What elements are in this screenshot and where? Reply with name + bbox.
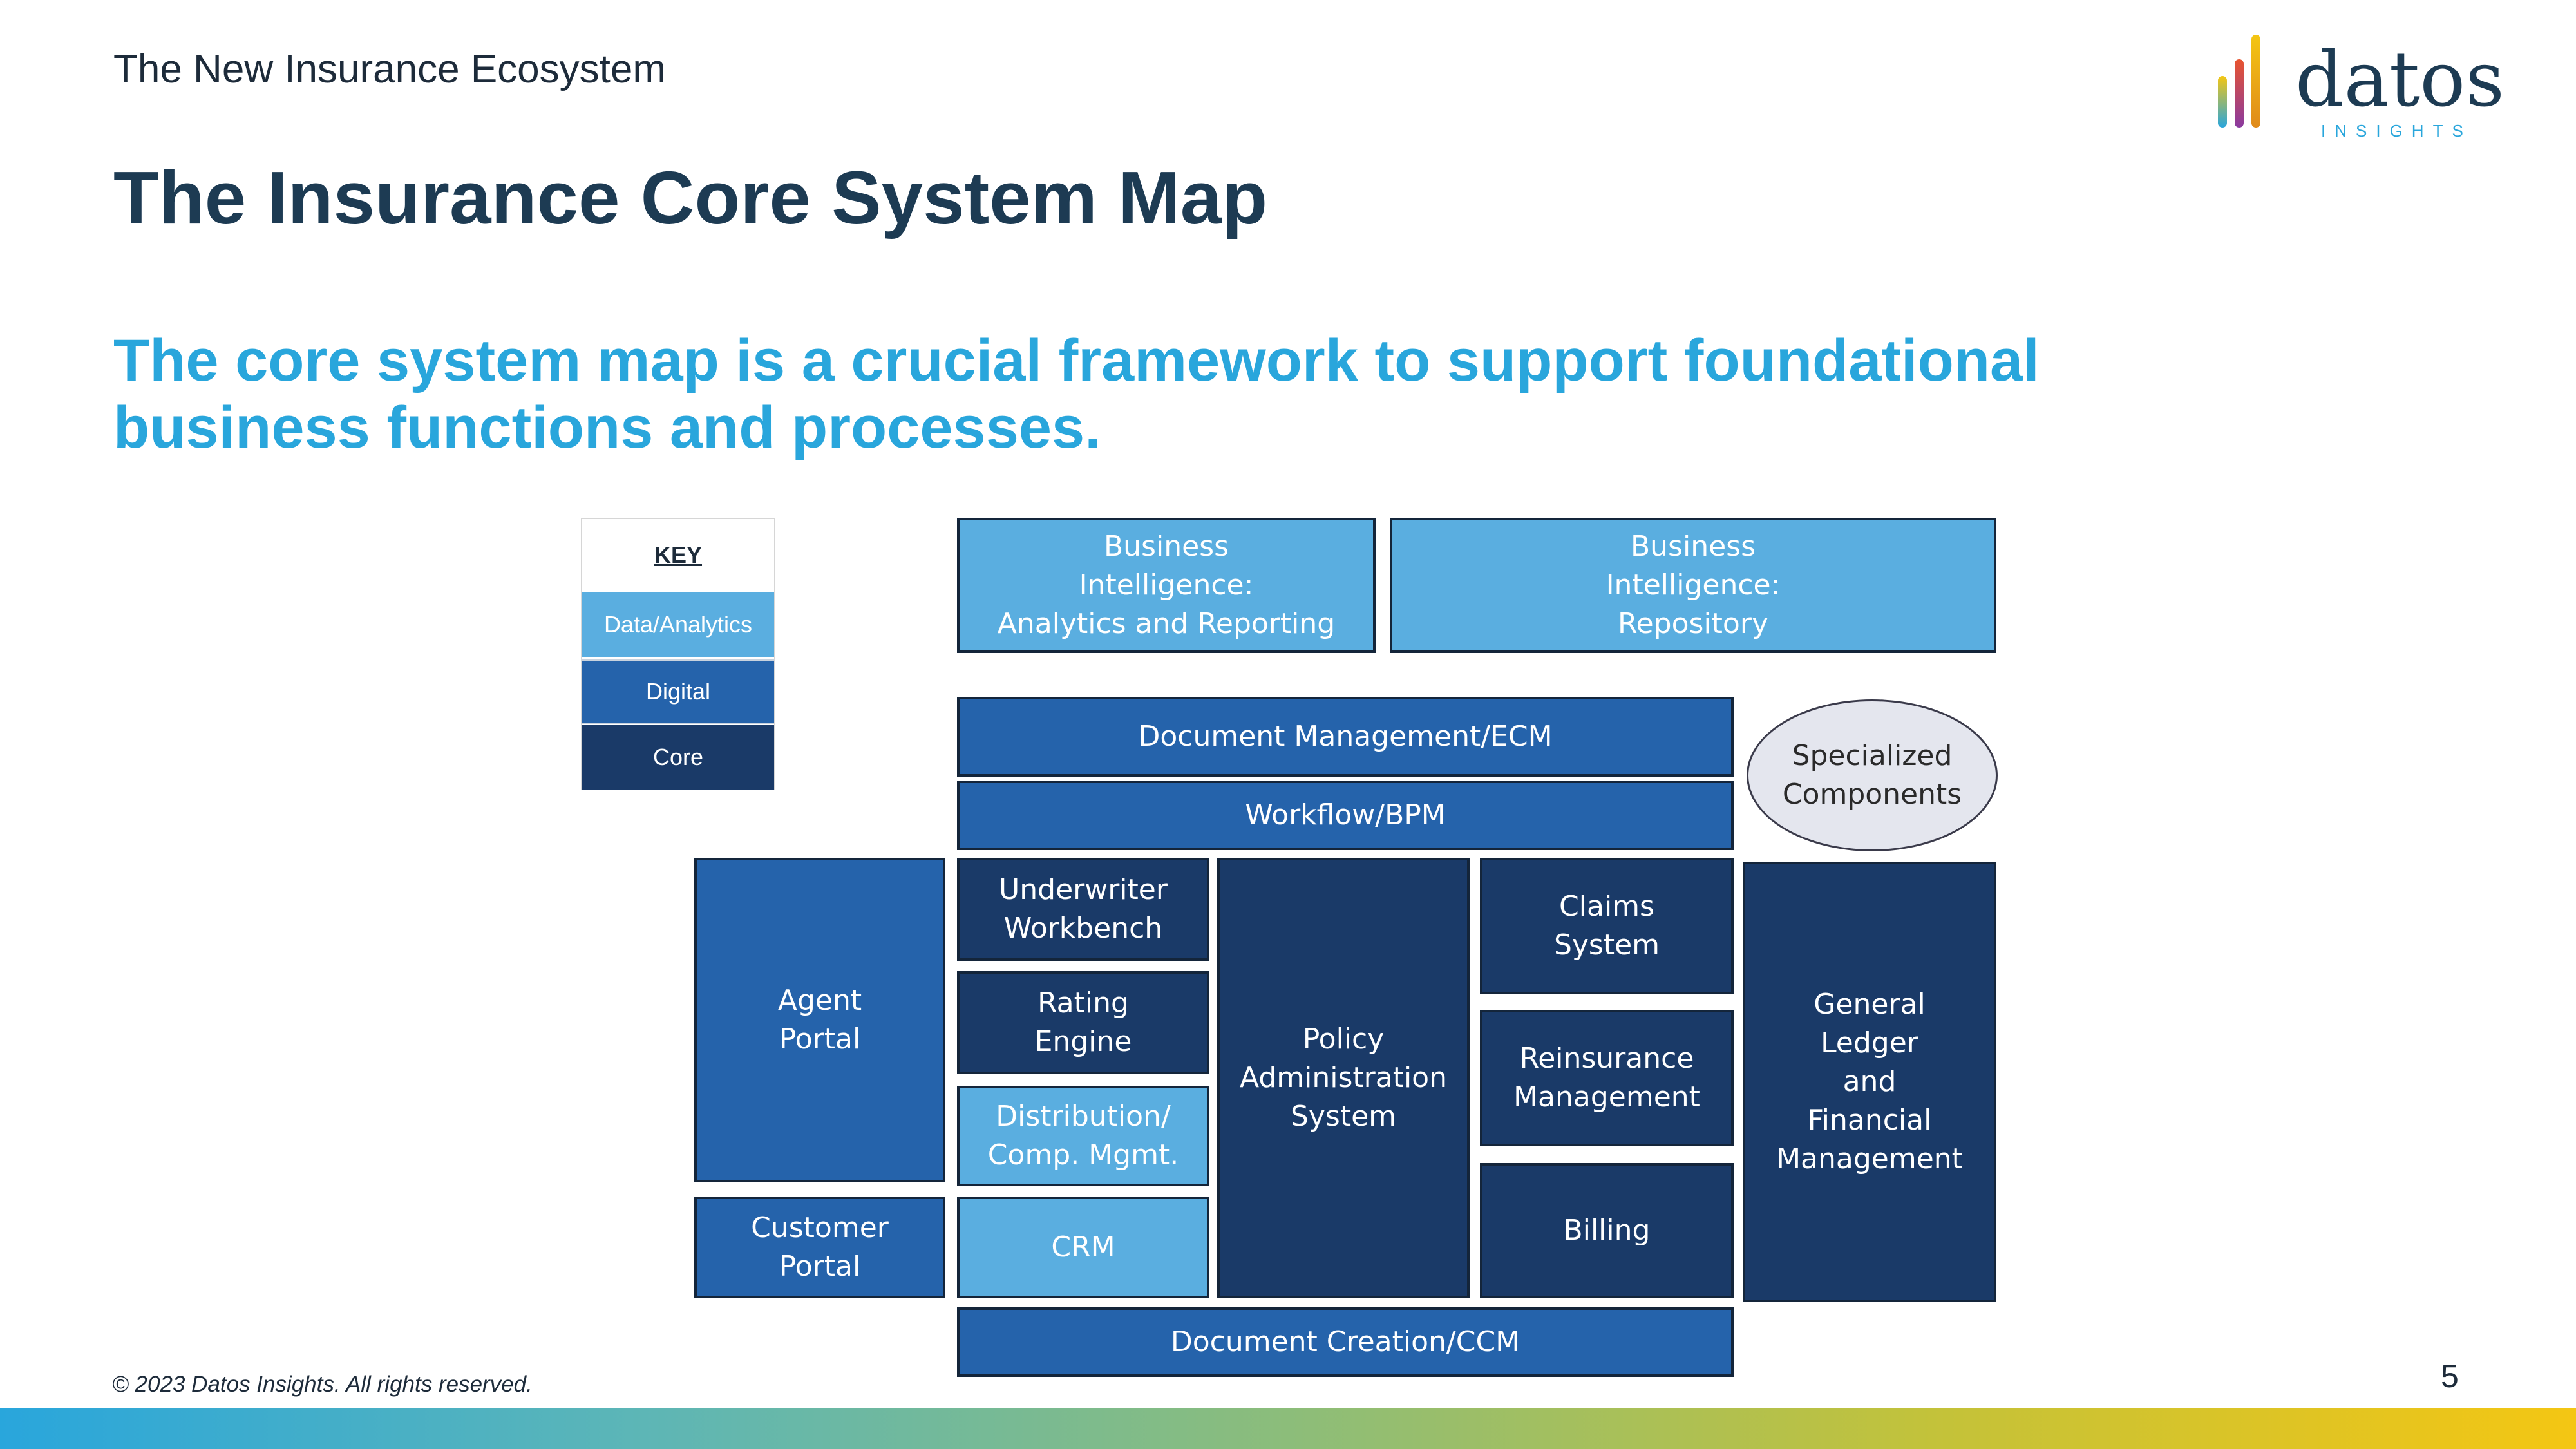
- document-creation-box: Document Creation/CCM: [957, 1307, 1734, 1377]
- agent-portal-box: Agent Portal: [694, 858, 945, 1182]
- reinsurance-box: Reinsurance Management: [1480, 1010, 1734, 1146]
- bi-analytics-box: Business Intelligence: Analytics and Rep…: [957, 518, 1376, 653]
- general-ledger-box: General Ledger and Financial Management: [1743, 862, 1996, 1302]
- customer-portal-box: Customer Portal: [694, 1197, 945, 1298]
- logo-wordmark: datos: [2295, 35, 2505, 124]
- page-title: The Insurance Core System Map: [113, 156, 1268, 240]
- crm-box: CRM: [957, 1197, 1209, 1298]
- policy-admin-box: Policy Administration System: [1217, 858, 1470, 1298]
- datos-insights-logo: datos INSIGHTS: [2215, 31, 2505, 147]
- copyright-notice: © 2023 Datos Insights. All rights reserv…: [112, 1372, 533, 1397]
- logo-bars-icon: [2218, 35, 2260, 128]
- workflow-box: Workflow/BPM: [957, 781, 1734, 850]
- document-management-box: Document Management/ECM: [957, 697, 1734, 777]
- key-item-digital: Digital: [582, 659, 774, 724]
- footer-gradient-bar: [0, 1408, 2576, 1449]
- color-key: KEY Data/Analytics Digital Core: [581, 518, 775, 790]
- key-title: KEY: [654, 542, 703, 568]
- page-subtitle: The core system map is a crucial framewo…: [113, 328, 2040, 460]
- page-number: 5: [2441, 1358, 2459, 1394]
- distribution-box: Distribution/ Comp. Mgmt.: [957, 1086, 1209, 1186]
- claims-system-box: Claims System: [1480, 858, 1734, 994]
- logo-subtitle: INSIGHTS: [2321, 121, 2472, 140]
- section-label: The New Insurance Ecosystem: [113, 47, 667, 91]
- bi-repository-box: Business Intelligence: Repository: [1390, 518, 1996, 653]
- underwriter-workbench-box: Underwriter Workbench: [957, 858, 1209, 961]
- specialized-components-ellipse: Specialized Components: [1747, 699, 1998, 851]
- billing-box: Billing: [1480, 1163, 1734, 1298]
- key-item-data-analytics: Data/Analytics: [582, 592, 774, 657]
- key-item-core: Core: [582, 725, 774, 790]
- rating-engine-box: Rating Engine: [957, 971, 1209, 1074]
